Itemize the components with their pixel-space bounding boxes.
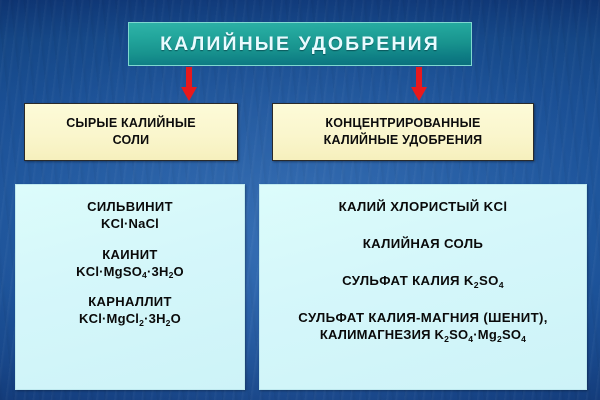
list-item: КАИНИТ KCl·MgSO4·3H2O — [22, 247, 238, 280]
fertilizer-name: КАЛИЙНАЯ СОЛЬ — [362, 236, 484, 252]
mineral-name: КАИНИТ — [102, 246, 158, 262]
list-item: КАЛИЙНАЯ СОЛЬ — [266, 236, 580, 252]
mineral-formula: KCl·MgCl2·3H2O — [79, 311, 181, 328]
mineral-formula: KCl·NaCl — [101, 215, 159, 231]
fertilizer-name: КАЛИЙ ХЛОРИСТЫЙ KCl — [338, 199, 508, 214]
mineral-name: СИЛЬВИНИТ — [87, 199, 173, 214]
category-label-line: КОНЦЕНТРИРОВАННЫЕ — [325, 116, 481, 131]
list-item: СИЛЬВИНИТ KCl·NaCl — [22, 199, 238, 232]
category-label-concentrated-potassium-fertilizers: КОНЦЕНТРИРОВАННЫЕ КАЛИЙНЫЕ УДОБРЕНИЯ — [324, 115, 483, 148]
list-item: СУЛЬФАТ КАЛИЯ-МАГНИЯ (ШЕНИТ), КАЛИМАГНЕЗ… — [266, 310, 580, 343]
category-box-concentrated-potassium-fertilizers: КОНЦЕНТРИРОВАННЫЕ КАЛИЙНЫЕ УДОБРЕНИЯ — [272, 103, 534, 161]
category-label-line: СОЛИ — [112, 133, 150, 147]
mineral-formula: KCl·MgSO4·3H2O — [76, 263, 184, 280]
page-title: КАЛИЙНЫЕ УДОБРЕНИЯ — [160, 32, 440, 55]
slide-title-banner: КАЛИЙНЫЕ УДОБРЕНИЯ — [128, 22, 472, 66]
list-item: СУЛЬФАТ КАЛИЯ K2SO4 — [266, 273, 580, 289]
fertilizer-name: СУЛЬФАТ КАЛИЯ-МАГНИЯ (ШЕНИТ), — [298, 310, 548, 326]
down-arrow-icon-right — [410, 67, 428, 103]
down-arrow-icon-left — [180, 67, 198, 103]
category-box-raw-potassium-salts: СЫРЫЕ КАЛИЙНЫЕ СОЛИ — [24, 103, 238, 161]
content-panel-concentrated-potassium-fertilizers: КАЛИЙ ХЛОРИСТЫЙ KCl КАЛИЙНАЯ СОЛЬ СУЛЬФА… — [259, 184, 587, 390]
list-item: КАРНАЛЛИТ KCl·MgCl2·3H2O — [22, 294, 238, 327]
category-label-raw-potassium-salts: СЫРЫЕ КАЛИЙНЫЕ СОЛИ — [66, 115, 196, 148]
category-label-line: СЫРЫЕ КАЛИЙНЫЕ — [66, 116, 196, 131]
category-label-line: КАЛИЙНЫЕ УДОБРЕНИЯ — [323, 133, 483, 147]
list-item: КАЛИЙ ХЛОРИСТЫЙ KCl — [266, 199, 580, 215]
fertilizer-name: СУЛЬФАТ КАЛИЯ K2SO4 — [342, 273, 504, 290]
mineral-name: КАРНАЛЛИТ — [88, 294, 172, 310]
fertilizer-formula: КАЛИМАГНЕЗИЯ K2SO4·Mg2SO4 — [319, 327, 527, 344]
content-panel-raw-potassium-salts: СИЛЬВИНИТ KCl·NaCl КАИНИТ KCl·MgSO4·3H2O… — [15, 184, 245, 390]
